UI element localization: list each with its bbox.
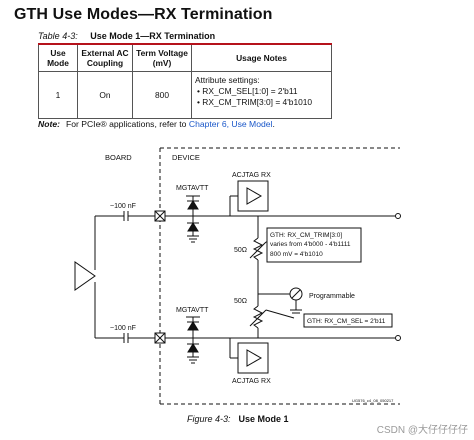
table-row: 1 On 800 Attribute settings: • RX_CM_SEL… [38, 71, 332, 119]
header-term-voltage: Term Voltage (mV) [132, 43, 192, 72]
resistor-bottom-trim-arrow [249, 309, 267, 327]
board-label: BOARD [105, 153, 132, 162]
cell-term-voltage: 800 [132, 71, 192, 119]
resistor-top-trim-arrow [249, 241, 267, 259]
trim-box-line-3: 800 mV = 4'b1010 [270, 251, 323, 258]
watermark: CSDN @大仔仔仔仔 [376, 425, 468, 436]
figure-caption-title: Use Mode 1 [238, 414, 289, 424]
trim-annotation-box [266, 227, 362, 263]
trim-box-line-1: GTH: RX_CM_TRIM[3:0] [270, 232, 342, 239]
res-bottom-label: 50Ω [234, 298, 247, 305]
header-coupling: External AC Coupling [77, 43, 133, 72]
diode-top-upper-icon [187, 200, 199, 210]
notes-item: • RX_CM_TRIM[3:0] = 4'b1010 [197, 97, 313, 107]
cell-usage-notes: Attribute settings: • RX_CM_SEL[1:0] = 2… [191, 71, 332, 119]
device-label: DEVICE [172, 153, 200, 162]
header-usage-notes: Usage Notes [191, 43, 332, 72]
pad-top-cross-b [154, 210, 166, 222]
rx-output-top-terminal [395, 213, 401, 219]
note-label: Note: [38, 119, 60, 129]
res-top-label: 50Ω [234, 247, 247, 254]
figure-caption-number: Figure 4-3: [187, 414, 231, 424]
notes-item: • RX_CM_SEL[1:0] = 2'b11 [197, 86, 298, 96]
pad-bottom-cross-b [154, 332, 166, 344]
mgtavtt-top-label: MGTAVTT [176, 185, 209, 192]
cap-bottom-label: ~100 nF [110, 325, 136, 332]
diode-bottom-lower-icon [187, 343, 199, 353]
header-use-mode: Use Mode [38, 43, 78, 72]
cap-top-label: ~100 nF [110, 203, 136, 210]
notes-item-text: RX_CM_SEL[1:0] = 2'b11 [202, 86, 298, 96]
driver-buffer-icon [74, 261, 96, 291]
programmable-label: Programmable [309, 293, 355, 300]
note-text: For PCIe® applications, refer to [65, 119, 189, 129]
use-mode-table: Use Mode External AC Coupling Term Volta… [38, 43, 332, 119]
resistor-bottom-icon [252, 305, 264, 329]
rx-output-bottom-terminal [395, 335, 401, 341]
table-header-row: Use Mode External AC Coupling Term Volta… [38, 43, 332, 72]
note-line: Note: For PCIe® applications, refer to Ch… [38, 119, 275, 129]
figure-id: UG576_c4_08_050217 [352, 398, 394, 403]
chapter-link[interactable]: Chapter 6, Use Model [188, 119, 273, 129]
page-title: GTH Use Modes—RX Termination [14, 6, 273, 23]
cell-use-mode: 1 [38, 71, 78, 119]
notes-title: Attribute settings: [195, 75, 260, 85]
rx-termination-diagram: BOARD DEVICE MGTAVTT MGTAVTT ACJTAG RX A… [74, 147, 401, 405]
notes-item-text: RX_CM_TRIM[3:0] = 4'b1010 [202, 97, 313, 107]
resistor-top-icon [252, 237, 264, 261]
diode-top-lower-icon [187, 222, 199, 232]
table-caption-number: Table 4-3: [38, 31, 78, 41]
acjtag-top-label: ACJTAG RX [232, 172, 271, 179]
table-caption: Table 4-3: Use Mode 1—RX Termination [38, 31, 215, 41]
trim-box-line-2: varies from 4'b000 - 4'b1111 [270, 241, 351, 248]
acjtag-bottom-buffer-icon [246, 349, 263, 367]
note-text-end: . [272, 119, 275, 129]
acjtag-bottom-label: ACJTAG RX [232, 378, 271, 385]
programmable-source-arrow [291, 289, 301, 299]
cell-coupling: On [77, 71, 133, 119]
sel-box-leader [265, 309, 295, 319]
table-caption-title: Use Mode 1—RX Termination [90, 31, 216, 41]
mgtavtt-bottom-label: MGTAVTT [176, 307, 209, 314]
sel-box-text: GTH: RX_CM_SEL = 2'b11 [307, 318, 386, 325]
acjtag-top-buffer-icon [246, 187, 263, 205]
diode-bottom-upper-icon [187, 321, 199, 331]
figure-caption: Figure 4-3: Use Mode 1 [187, 414, 289, 424]
sel-annotation-box [303, 313, 393, 328]
